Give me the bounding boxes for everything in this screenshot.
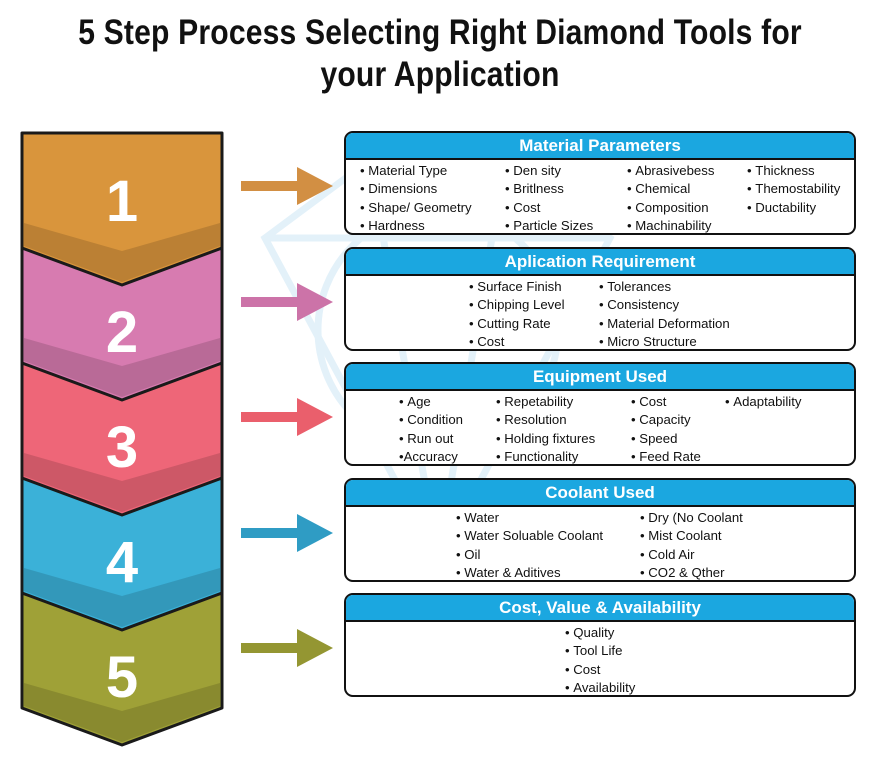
step-1-number: 1 [106,169,138,234]
list-item: Run out [399,430,463,448]
step-5-box: Cost, Value & AvailabilityQualityTool Li… [344,593,856,697]
list-item: Consistency [599,296,730,314]
step-1-column-2: Den sityBritlnessCostParticle Sizes [505,162,593,233]
list-item: Chemical [627,180,714,198]
step-4-shade [24,568,220,627]
step-1-header: Material Parameters [346,133,854,160]
list-item: Feed Rate [631,448,701,464]
list-item: Britlness [505,180,593,198]
step-5-column-1: QualityTool LifeCostAvailabilityService [565,624,635,695]
step-1-arrow-icon [241,167,333,205]
list-item: Tool Life [565,642,635,660]
step-1-chevron: 1 [20,131,224,287]
step-5-number: 5 [106,645,138,710]
title-line-1: 5 Step Process Selecting Right Diamond T… [78,13,802,52]
list-item: Repetability [496,393,595,411]
step-5-shade [24,683,220,742]
step-1-column-1: Material TypeDimensionsShape/ GeometryHa… [360,162,472,233]
step-1-column-3: AbrasivebessChemicalCompositionMachinabi… [627,162,714,233]
list-item: CO2 & Qther [640,564,743,580]
list-item: Resolution [496,411,595,429]
step-3-column-1: AgeConditionRun outAccuracy [399,393,463,464]
list-item: Tolerances [599,278,730,296]
list-item: Cost [469,333,565,349]
step-2-column-2: TolerancesConsistencyMaterial Deformatio… [599,278,730,349]
list-item: Machinability [627,217,714,233]
list-item: Ductability [747,199,840,217]
step-2-shade [24,338,220,397]
step-4-box: Coolant UsedWaterWater Soluable CoolantO… [344,478,856,582]
list-item: Holding fixtures [496,430,595,448]
step-2-box: Aplication RequirementSurface FinishChip… [344,247,856,351]
step-1-column-4: ThicknessThemostabilityDuctability [747,162,840,217]
step-5-chevron: 5 [20,591,224,747]
list-item: Age [399,393,463,411]
step-3-column-2: RepetabilityResolutionHolding fixturesFu… [496,393,595,464]
step-3-arrow-icon [241,398,333,436]
list-item: Condition [399,411,463,429]
list-item: Chipping Level [469,296,564,314]
list-item: Den sity [505,162,593,180]
list-item: Cost [565,661,635,679]
step-4-column-2: Dry (No CoolantMist CoolantCold AirCO2 &… [640,509,743,580]
step-3-column-3: CostCapacitySpeedFeed Rate [631,393,701,464]
step-3-number: 3 [106,415,138,480]
list-item: Functionality [496,448,595,464]
list-item: Water & Aditives [456,564,603,580]
list-item: Thickness [747,162,840,180]
step-4-arrow-icon [241,514,333,552]
step-3-header: Equipment Used [346,364,854,391]
list-item: Dimensions [360,180,472,198]
list-item: Water [456,509,603,527]
list-item: Cost [631,393,701,411]
list-item: Quality [565,624,635,642]
list-item: Composition [627,199,714,217]
list-item: Particle Sizes [505,217,593,233]
page-title: 5 Step Process Selecting Right Diamond T… [62,12,819,96]
list-item: Cost [505,199,593,217]
list-item: Mist Coolant [640,527,743,545]
list-item: Oil [456,546,603,564]
list-item: Surface Finish [469,278,565,296]
step-5-header: Cost, Value & Availability [346,595,854,622]
step-4-column-1: WaterWater Soluable CoolantOilWater & Ad… [456,509,603,580]
list-item: Availability [565,679,635,695]
list-item: Hardness [360,217,472,233]
step-4-header: Coolant Used [346,480,854,507]
step-2-number: 2 [106,300,138,365]
list-item: Cold Air [640,546,743,564]
step-5-arrow-icon [241,629,333,667]
step-2-column-1: Surface FinishChipping LevelCutting Rate… [469,278,565,349]
list-item: Accuracy [399,448,463,464]
list-item: Adaptability [725,393,801,411]
list-item: Material Deformation [599,315,729,333]
list-item: Micro Structure [599,333,730,349]
step-3-shade [24,453,220,512]
step-1-shade [24,223,220,282]
list-item: Cutting Rate [469,315,565,333]
list-item: Speed [631,430,701,448]
list-item: Material Type [360,162,472,180]
list-item: Water Soluable Coolant [456,527,603,545]
step-4-chevron: 4 [20,476,224,632]
title-line-2: your Application [320,55,560,94]
step-2-arrow-icon [241,283,333,321]
list-item: Shape/ Geometry [360,199,471,217]
step-3-box: Equipment UsedAgeConditionRun outAccurac… [344,362,856,466]
list-item: Themostability [747,180,840,198]
step-2-chevron: 2 [20,246,224,402]
list-item: Abrasivebess [627,162,714,180]
step-4-number: 4 [106,530,138,595]
step-1-box: Material ParametersMaterial TypeDimensio… [344,131,856,235]
step-3-chevron: 3 [20,361,224,517]
step-2-header: Aplication Requirement [346,249,854,276]
list-item: Dry (No Coolant [640,509,743,527]
step-3-column-4: Adaptability [725,393,801,411]
list-item: Capacity [631,411,701,429]
